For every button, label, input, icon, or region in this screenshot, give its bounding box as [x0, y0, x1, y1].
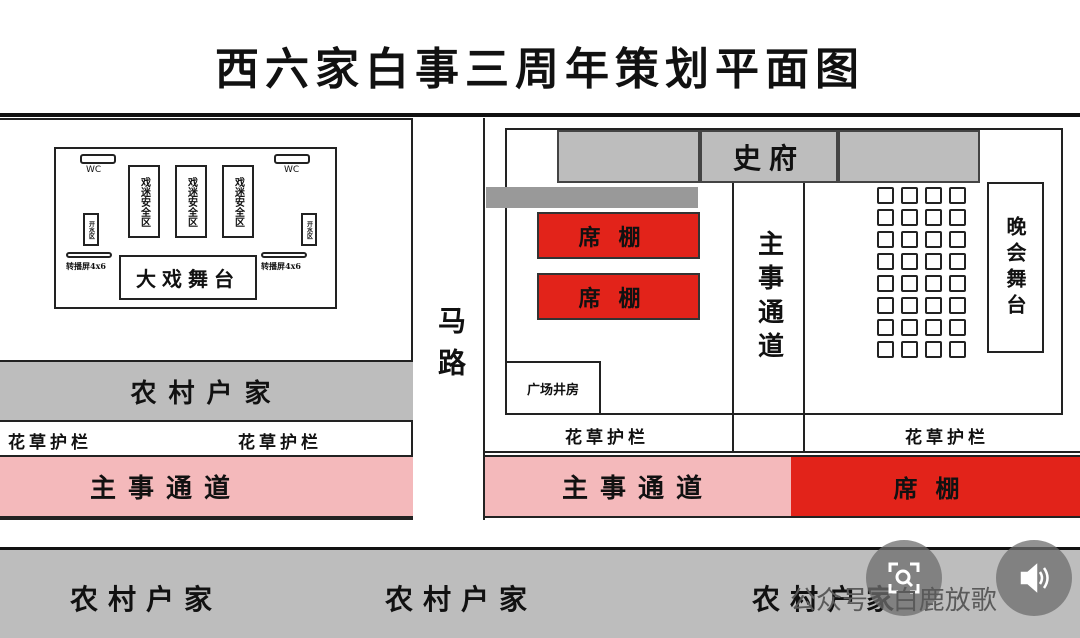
- seat: [877, 187, 894, 204]
- seat: [877, 231, 894, 248]
- seat: [925, 297, 942, 314]
- evening-stage: 晚会舞台: [987, 182, 1044, 353]
- fan-zone: 戏迷安全区: [222, 165, 254, 238]
- fence-label: 花草护栏: [238, 433, 322, 453]
- screen-right-label: 转播屏4x6: [261, 261, 301, 271]
- page-title: 西六家白事三周年策划平面图: [215, 44, 865, 95]
- main-stage: 大戏舞台: [119, 255, 257, 300]
- opera-venue: WC WC 戏迷安全区 戏迷安全区 戏迷安全区 开水区 开水区 转播屏4x6 转…: [54, 147, 337, 309]
- gray-bar: [486, 187, 698, 208]
- main-aisle-right: 主事通道: [485, 455, 791, 518]
- aisle-line-right: [803, 183, 805, 453]
- water-zone-right: 开水区: [301, 213, 317, 246]
- screen-left-icon: [66, 252, 112, 258]
- seat: [877, 253, 894, 270]
- seat: [949, 209, 966, 226]
- fence-label: 花草护栏: [905, 428, 989, 448]
- tent-bottom: 席棚: [791, 455, 1080, 518]
- seat: [901, 319, 918, 336]
- fence-label: 花草护栏: [565, 428, 649, 448]
- screen-right-icon: [261, 252, 307, 258]
- seat: [949, 297, 966, 314]
- water-zone-left: 开水区: [83, 213, 99, 246]
- seat: [877, 297, 894, 314]
- wc-left-icon: [80, 154, 116, 164]
- seat: [901, 253, 918, 270]
- seat: [901, 187, 918, 204]
- seat: [901, 231, 918, 248]
- well-room: 广场井房: [505, 361, 601, 415]
- right-fence-line: [483, 451, 1080, 453]
- residence-wing-left: [557, 130, 700, 183]
- tent: 席棚: [537, 212, 700, 259]
- road-edge: [483, 118, 485, 520]
- seat: [949, 253, 966, 270]
- speaker-icon[interactable]: [996, 540, 1072, 616]
- watermark: 公众号 · 白鹿放歌: [790, 586, 997, 616]
- main-aisle-left: 主事通道: [0, 455, 413, 518]
- road-label: 马路: [434, 305, 467, 390]
- residence: 史府: [700, 130, 838, 183]
- seat: [925, 341, 942, 358]
- seat: [901, 209, 918, 226]
- vertical-aisle-label: 主事通道: [753, 229, 784, 366]
- fan-zone: 戏迷安全区: [128, 165, 160, 238]
- village-houses-left: 农村户家: [0, 360, 413, 422]
- seat: [949, 231, 966, 248]
- residence-wing-right: [838, 130, 980, 183]
- title-divider: [0, 113, 1080, 117]
- village-house-label: 农村户家: [70, 583, 223, 616]
- seat: [949, 187, 966, 204]
- seat: [925, 319, 942, 336]
- seat: [925, 209, 942, 226]
- bottom-divider: [0, 547, 1080, 550]
- seat: [901, 297, 918, 314]
- seat: [901, 275, 918, 292]
- seat: [901, 341, 918, 358]
- fence-label: 花草护栏: [8, 433, 92, 453]
- seat: [877, 275, 894, 292]
- seat: [925, 231, 942, 248]
- fan-zone: 戏迷安全区: [175, 165, 207, 238]
- village-house-label: 农村户家: [385, 583, 538, 616]
- tent: 席棚: [537, 273, 700, 320]
- scan-search-icon[interactable]: [866, 540, 942, 616]
- seat: [877, 341, 894, 358]
- seat: [925, 275, 942, 292]
- seat: [877, 319, 894, 336]
- screen-left-label: 转播屏4x6: [66, 261, 106, 271]
- wc-left-label: WC: [86, 165, 102, 175]
- wc-right-icon: [274, 154, 310, 164]
- seat: [925, 253, 942, 270]
- seat: [949, 319, 966, 336]
- seat: [925, 187, 942, 204]
- left-section: [0, 118, 413, 520]
- aisle-line-left: [732, 183, 734, 453]
- seat: [949, 275, 966, 292]
- wc-right-label: WC: [284, 165, 300, 175]
- seat: [949, 341, 966, 358]
- seat: [877, 209, 894, 226]
